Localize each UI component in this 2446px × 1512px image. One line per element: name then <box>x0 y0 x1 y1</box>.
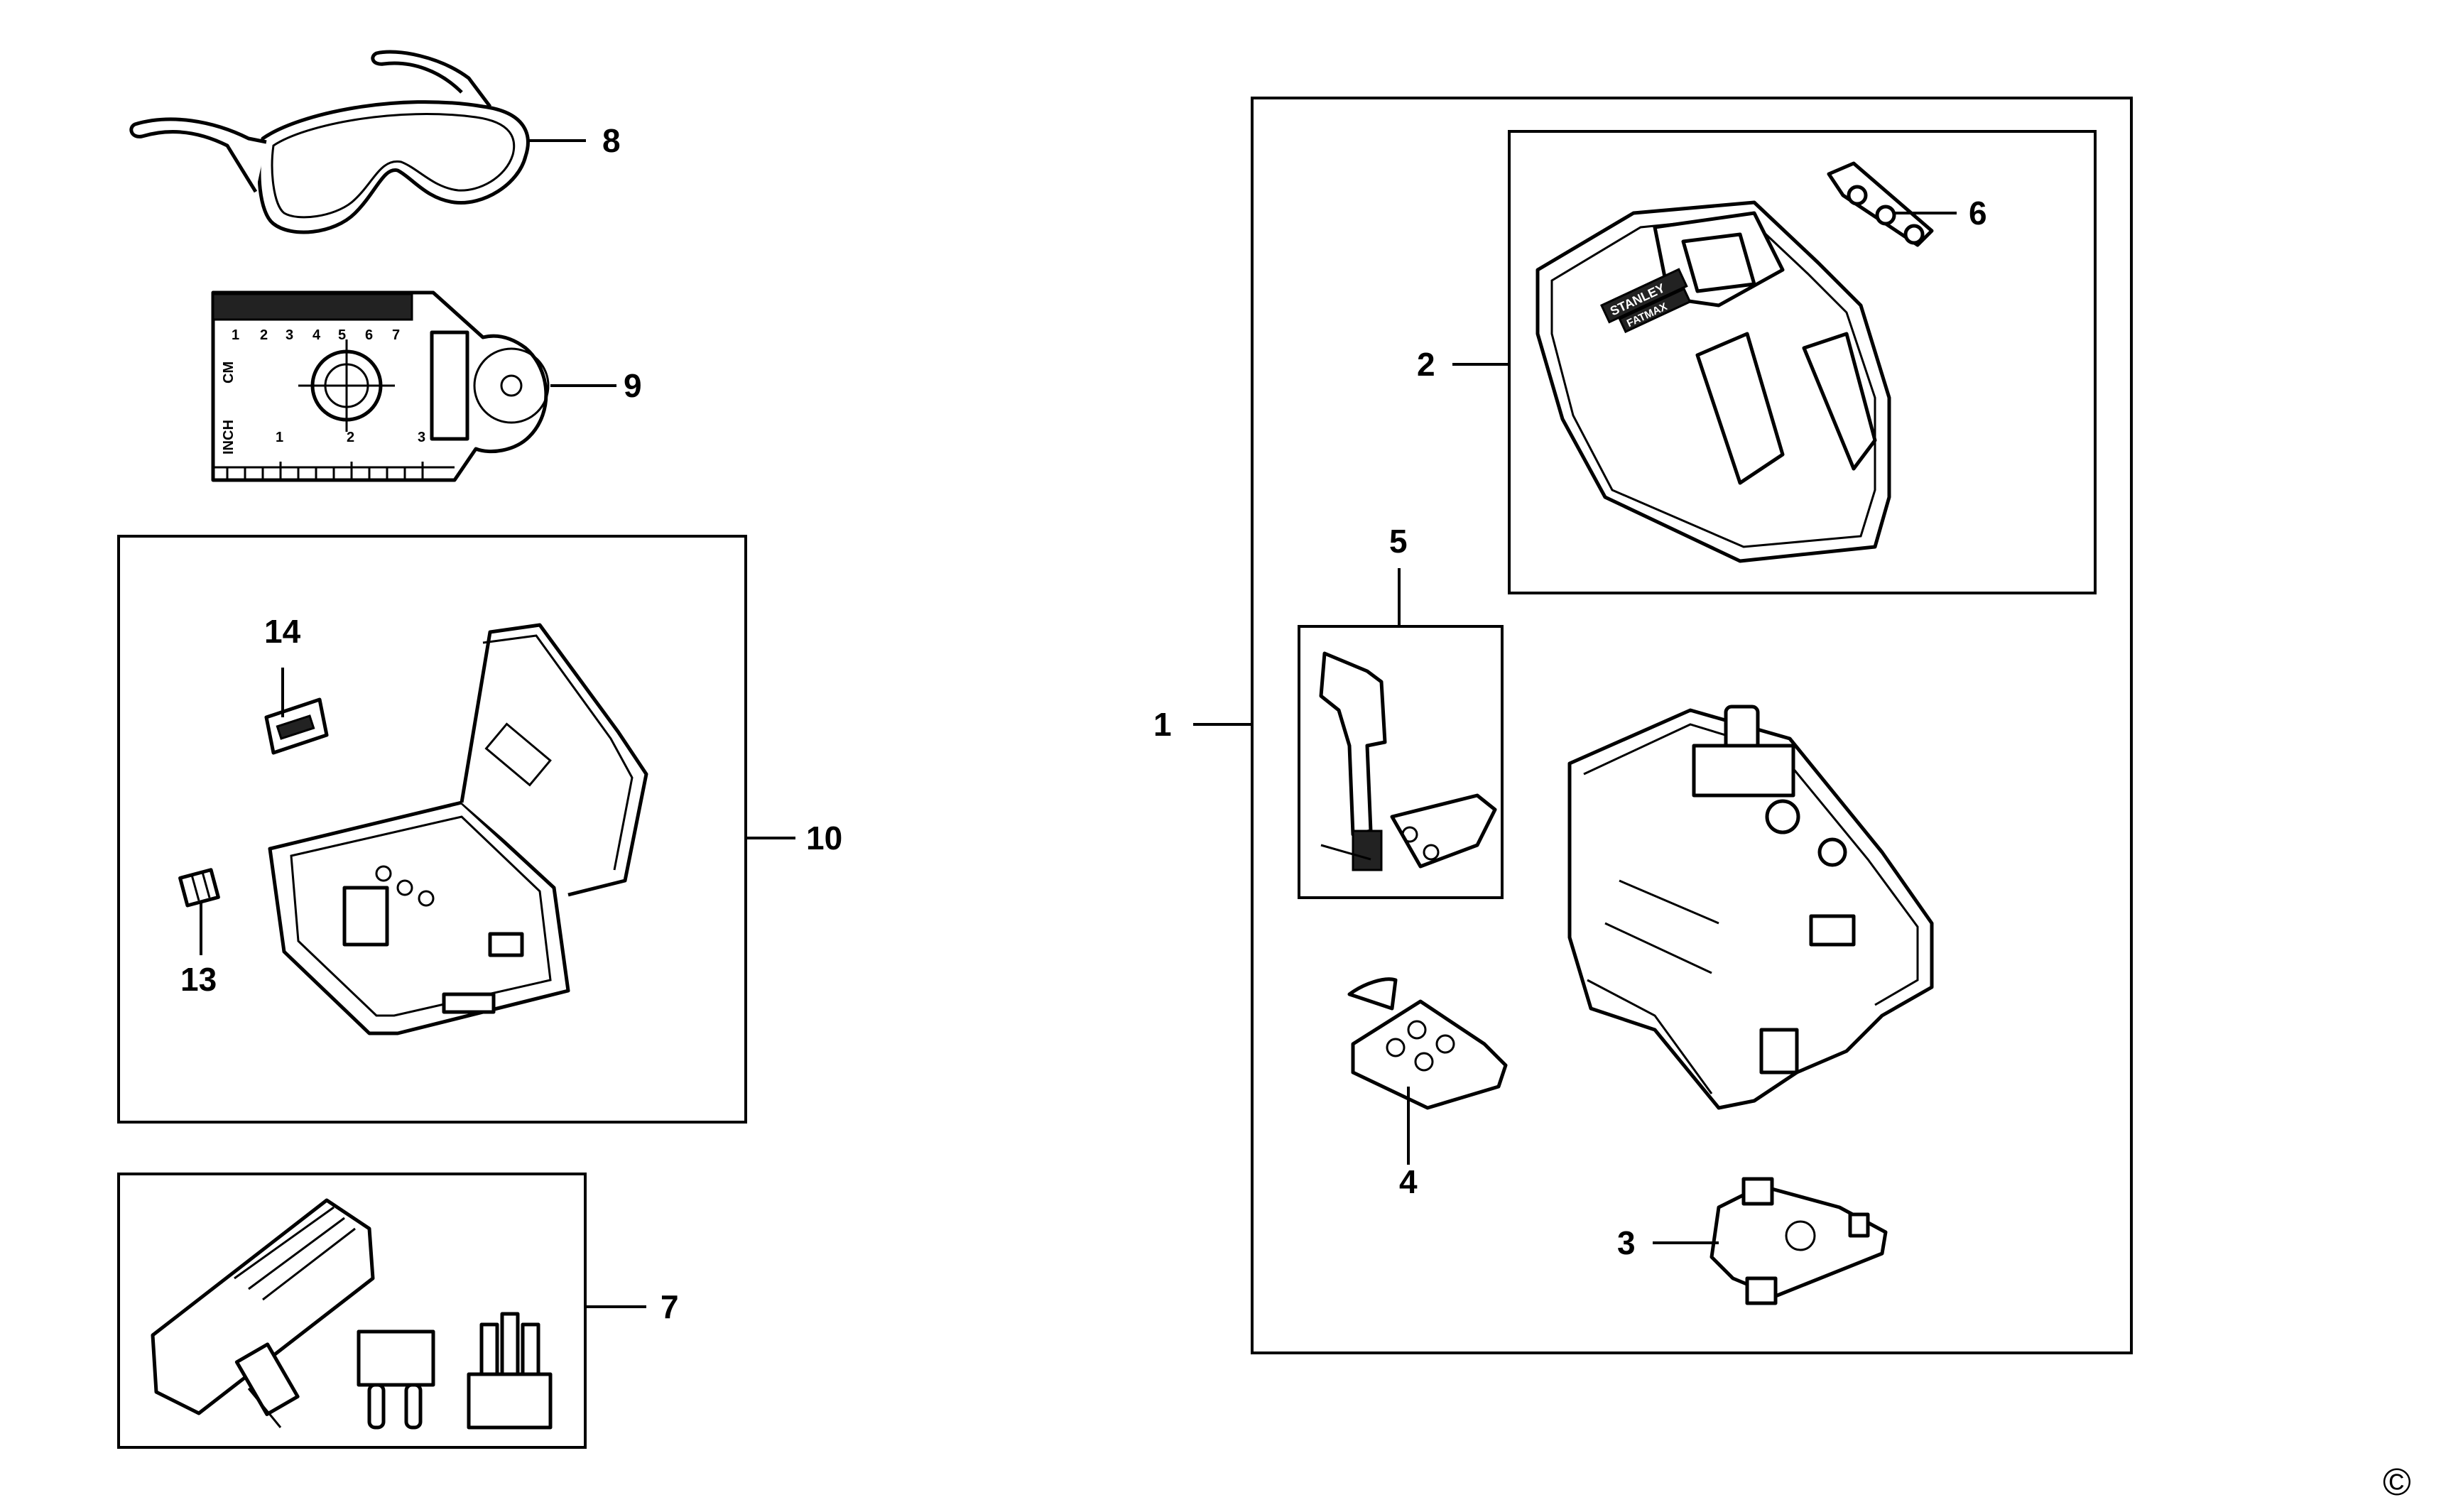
base-plate <box>1710 1177 1888 1305</box>
cm-mark-6: 6 <box>365 327 373 343</box>
cm-mark-2: 2 <box>260 327 268 343</box>
callout-8: 8 <box>602 122 621 159</box>
cm-mark-1: 1 <box>232 327 239 343</box>
inch-mark-1: 1 <box>276 430 283 445</box>
charger-group-frame <box>117 1173 587 1449</box>
callout-4: 4 <box>1399 1163 1418 1200</box>
callout-10: 10 <box>806 820 842 856</box>
housing-frame <box>1508 130 2097 594</box>
laser-housing: STANLEY FATMAX <box>1535 200 1891 563</box>
plug-adapter-eu <box>357 1329 435 1430</box>
callout-14: 14 <box>264 613 301 650</box>
plug-adapter-uk <box>467 1312 553 1430</box>
spare-battery-cap <box>178 868 220 908</box>
cm-mark-4: 4 <box>312 327 321 343</box>
card-slot <box>430 330 469 441</box>
callout-2: 2 <box>1417 346 1435 383</box>
pendulum-bracket <box>1347 977 1508 1110</box>
case-group-frame <box>117 535 747 1124</box>
inch-label: INCH <box>221 420 237 455</box>
callout-1: 1 <box>1153 706 1172 743</box>
carrying-case <box>268 623 648 1035</box>
keypad-buttons <box>1827 161 1934 247</box>
cm-label: CM <box>221 361 237 384</box>
cm-mark-5: 5 <box>338 327 346 343</box>
callout-5: 5 <box>1389 523 1408 560</box>
cm-mark-3: 3 <box>286 327 293 343</box>
warning-label <box>264 668 329 755</box>
battery-charger <box>151 1198 375 1428</box>
cm-mark-7: 7 <box>392 327 400 343</box>
inch-scale-ticks <box>226 462 424 480</box>
callout-3: 3 <box>1617 1224 1636 1261</box>
inch-mark-2: 2 <box>347 430 354 445</box>
copyright-mark: © <box>2383 1461 2411 1503</box>
laser-chassis <box>1567 705 1934 1110</box>
inch-mark-3: 3 <box>418 430 425 445</box>
callout-6: 6 <box>1969 195 1987 232</box>
callout-9: 9 <box>624 367 642 404</box>
case-handle <box>442 992 496 1014</box>
safety-glasses <box>129 50 530 234</box>
pendulum-lock-lever <box>1319 651 1497 871</box>
target-card: CM INCH 1 2 3 4 5 6 7 1 2 3 <box>211 290 550 482</box>
cm-scale-ticks <box>212 293 413 321</box>
callout-13: 13 <box>180 961 217 998</box>
callout-7: 7 <box>661 1288 679 1325</box>
